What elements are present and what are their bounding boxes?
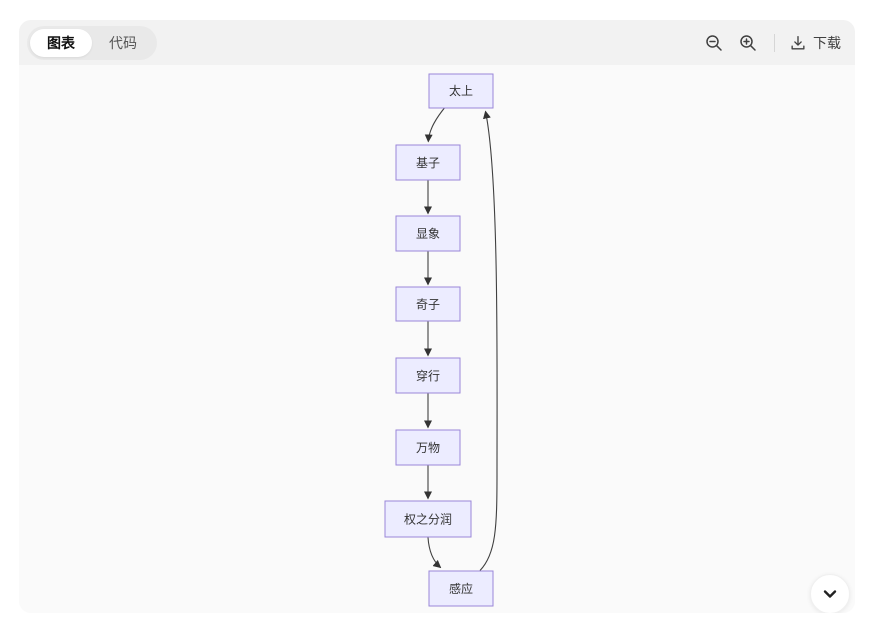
flowchart-nodes: 太上 基子 显象 奇子 穿行 (384, 73, 494, 607)
toolbar: 图表 代码 (19, 20, 855, 65)
node-jizi: 基子 (395, 144, 461, 181)
edge-quanzhifenrun-ganying (427, 537, 442, 569)
diagram-viewer-panel: 图表 代码 (19, 20, 855, 613)
flowchart-svg: 太上 基子 显象 奇子 穿行 (384, 73, 498, 607)
svg-text:感应: 感应 (449, 581, 473, 596)
tab-chart[interactable]: 图表 (30, 28, 92, 57)
node-quanzhifenrun: 权之分润 (384, 500, 472, 538)
edge-ganying-taishang (479, 110, 498, 571)
toolbar-divider (774, 33, 775, 52)
node-qizi: 奇子 (395, 286, 461, 322)
node-chuanxing: 穿行 (395, 357, 461, 394)
node-xianxiang: 显象 (395, 215, 461, 252)
zoom-out-icon (704, 33, 724, 53)
svg-text:显象: 显象 (416, 227, 440, 241)
node-wanwu: 万物 (395, 429, 461, 466)
download-button[interactable]: 下载 (787, 29, 843, 57)
node-taishang: 太上 (428, 73, 494, 109)
flowchart-edges (424, 105, 498, 571)
svg-text:太上: 太上 (449, 83, 473, 98)
chevron-down-icon (820, 584, 840, 604)
svg-text:奇子: 奇子 (416, 298, 440, 312)
svg-text:基子: 基子 (416, 156, 440, 170)
view-tabs: 图表 代码 (27, 25, 157, 60)
zoom-out-button[interactable] (700, 29, 728, 57)
zoom-in-button[interactable] (734, 29, 762, 57)
edge-taishang-jizi (424, 105, 447, 143)
zoom-in-icon (738, 33, 758, 53)
diagram-canvas: 太上 基子 显象 奇子 穿行 (19, 65, 855, 613)
tab-code[interactable]: 代码 (109, 34, 137, 51)
download-label: 下载 (813, 34, 841, 51)
toolbar-tools: 下载 (700, 29, 843, 57)
download-icon (789, 34, 807, 52)
node-ganying: 感应 (428, 570, 494, 607)
svg-text:万物: 万物 (416, 441, 440, 455)
collapse-button[interactable] (810, 574, 850, 613)
svg-text:权之分润: 权之分润 (404, 513, 452, 527)
svg-text:穿行: 穿行 (416, 368, 440, 383)
